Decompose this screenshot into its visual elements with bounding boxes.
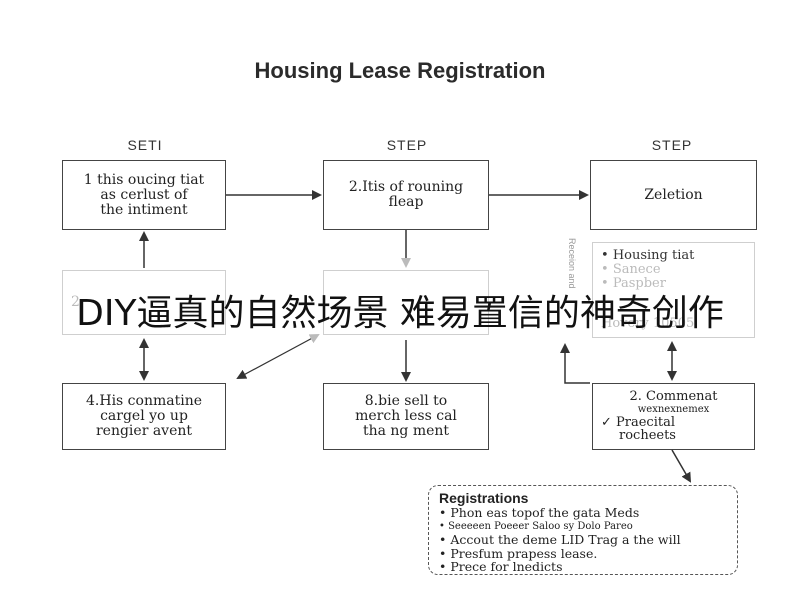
step-1-line: 1 this oucing tiat [83,171,205,188]
mid-left-box: 2 [62,270,226,335]
column-header-3: STEP [651,137,693,153]
step-3-label: Zeletion [644,186,703,203]
commercial-check-line: rocheets [619,428,676,443]
step-4-line: cargel yo up [100,408,188,424]
commercial-box: 2. Commenat wexnexnemex Praecital rochee… [592,383,755,450]
housing-list-box: Housing tiat Sanece Paspber Hovery 10505 [592,242,755,338]
diagram-title: Housing Lease Registration [254,58,546,83]
registrations-item: Phon eas topof the gata Meds [439,506,727,520]
mid-left-label: 2 [71,294,80,310]
overlay-caption: DIY逼真的自然场景 难易置信的神奇创作 [76,293,724,334]
step-5-box: 8.bie sell to merch less cal tha ng ment [323,383,489,450]
commercial-check-line: Praecital [601,416,746,429]
step-2-line: fleap [388,194,424,210]
column-header-1: SETI [127,137,163,153]
arrow-commercial-loop [560,343,590,384]
step-2-box: 2.Itis of rouning fleap [323,160,489,230]
registrations-item: Seeeeen Poeeer Saloo sy Dolo Pareo [439,520,727,534]
step-1-line: the intiment [100,201,188,218]
registrations-item: Presfum prapess lease. [439,546,727,561]
commercial-line: 2. Commenat [629,389,718,404]
step-4-box: 4.His conmatine cargel yo up rengier ave… [62,383,226,450]
column-header-2: STEP [386,137,428,153]
step-4-line: 4.His conmatine [86,393,202,409]
step-1-box: 1 this oucing tiat as cerlust of the int… [62,160,226,230]
step-4-line: rengier avent [95,423,193,439]
step-3-box: Zeletion [590,160,757,230]
arrow-commercial-to-registrations [671,449,692,483]
registrations-box: Registrations Phon eas topof the gata Me… [428,485,738,575]
housing-list-item: Hovery 10505 [601,316,695,331]
registrations-item: Prece for lnedicts [439,560,727,574]
step-2-line: 2.Itis of rouning [348,179,464,195]
housing-list-item: Sanece [601,263,746,277]
step-5-line: merch less cal [355,408,457,424]
step-5-line: tha ng ment [362,423,450,439]
commercial-line: wexnexnemex [637,404,710,415]
step-5-line: 8.bie sell to [364,393,448,409]
step-1-line: as cerlust of [100,186,188,203]
mid-center-box [323,270,489,335]
side-annotation: Receion and [567,238,577,289]
housing-list-item: Paspber [601,277,746,291]
arrow-step4-mid-center [236,334,320,379]
registrations-heading: Registrations [439,490,529,506]
housing-list-item: Housing tiat [601,249,746,263]
registrations-item: Accout the deme LID Trag a the will [439,533,727,547]
